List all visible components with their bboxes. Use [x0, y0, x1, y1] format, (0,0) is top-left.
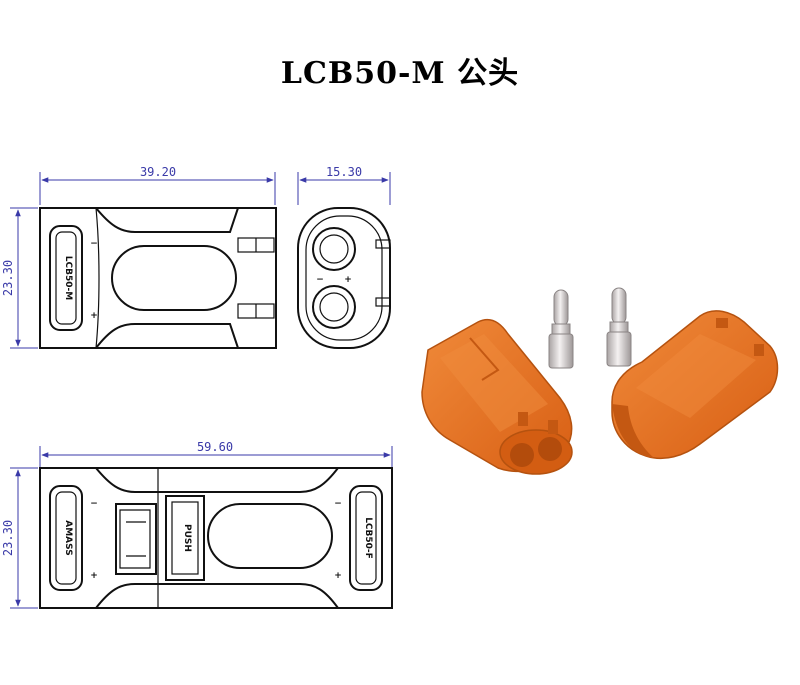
- side-body-outline: [297, 207, 391, 349]
- top-minus-mark: −: [90, 239, 98, 249]
- metal-pin-right: [606, 287, 632, 367]
- top-view: 39.20 23.30 LCB50-M − +: [1, 165, 277, 349]
- bottom-right-minus: −: [334, 499, 342, 509]
- side-tab-upper: [375, 239, 391, 249]
- dim-label-bottom-width: 59.60: [197, 440, 233, 454]
- side-tab-lower: [375, 297, 391, 307]
- side-socket-upper: [312, 227, 356, 271]
- bottom-right-label: LCB50-F: [363, 517, 373, 559]
- side-plus-mark: +: [344, 275, 352, 285]
- bottom-push-block: [165, 495, 205, 581]
- dim-label-top-width: 39.20: [140, 165, 176, 179]
- side-socket-upper-inner: [319, 234, 349, 264]
- bottom-latch-arm: [115, 503, 157, 575]
- bottom-upper-contour: [95, 467, 339, 493]
- bottom-left-panel: [49, 485, 83, 591]
- top-label-text: LCB50-M: [63, 256, 73, 300]
- side-view: 15.30 − +: [297, 165, 391, 349]
- bottom-left-panel-inner: [55, 491, 77, 585]
- right-housing: [611, 310, 779, 460]
- bottom-view: 59.60 23.30 AMASS LCB50-F − + − + PUSH: [1, 440, 393, 609]
- top-body-upper-contour: [40, 207, 239, 233]
- bottom-left-label: AMASS: [63, 520, 73, 555]
- top-label-inner: [55, 231, 77, 325]
- top-label-panel: [49, 225, 83, 331]
- bottom-right-panel: [349, 485, 383, 591]
- dim-label-bottom-height: 23.30: [1, 520, 15, 556]
- side-body-inner: [305, 215, 383, 341]
- dim-label-side-width: 15.30: [326, 165, 362, 179]
- bottom-body-outline: [39, 467, 393, 609]
- dim-label-top-height: 23.30: [1, 260, 15, 296]
- bottom-left-minus: −: [90, 499, 98, 509]
- side-socket-lower: [312, 285, 356, 329]
- side-minus-mark: −: [316, 275, 324, 285]
- bottom-push-inner: [171, 501, 199, 575]
- top-body-outline: [39, 207, 277, 349]
- metal-pin-left: [548, 289, 574, 369]
- product-photo: [421, 287, 779, 475]
- bottom-push-label: PUSH: [182, 524, 192, 552]
- page-title: LCB50-M 公头: [280, 56, 520, 91]
- side-socket-lower-inner: [319, 292, 349, 322]
- bottom-oval-window: [207, 503, 333, 569]
- top-body-front-curve: [95, 207, 100, 349]
- bottom-latch-detail: [119, 509, 151, 569]
- top-oval-window: [111, 245, 237, 311]
- bottom-right-panel-inner: [355, 491, 377, 585]
- bottom-lower-contour: [95, 583, 339, 609]
- left-housing: [421, 318, 573, 475]
- bottom-right-plus: +: [334, 571, 342, 581]
- top-body-lower-contour: [95, 323, 239, 349]
- bottom-left-plus: +: [90, 571, 98, 581]
- top-plus-mark: +: [90, 311, 98, 321]
